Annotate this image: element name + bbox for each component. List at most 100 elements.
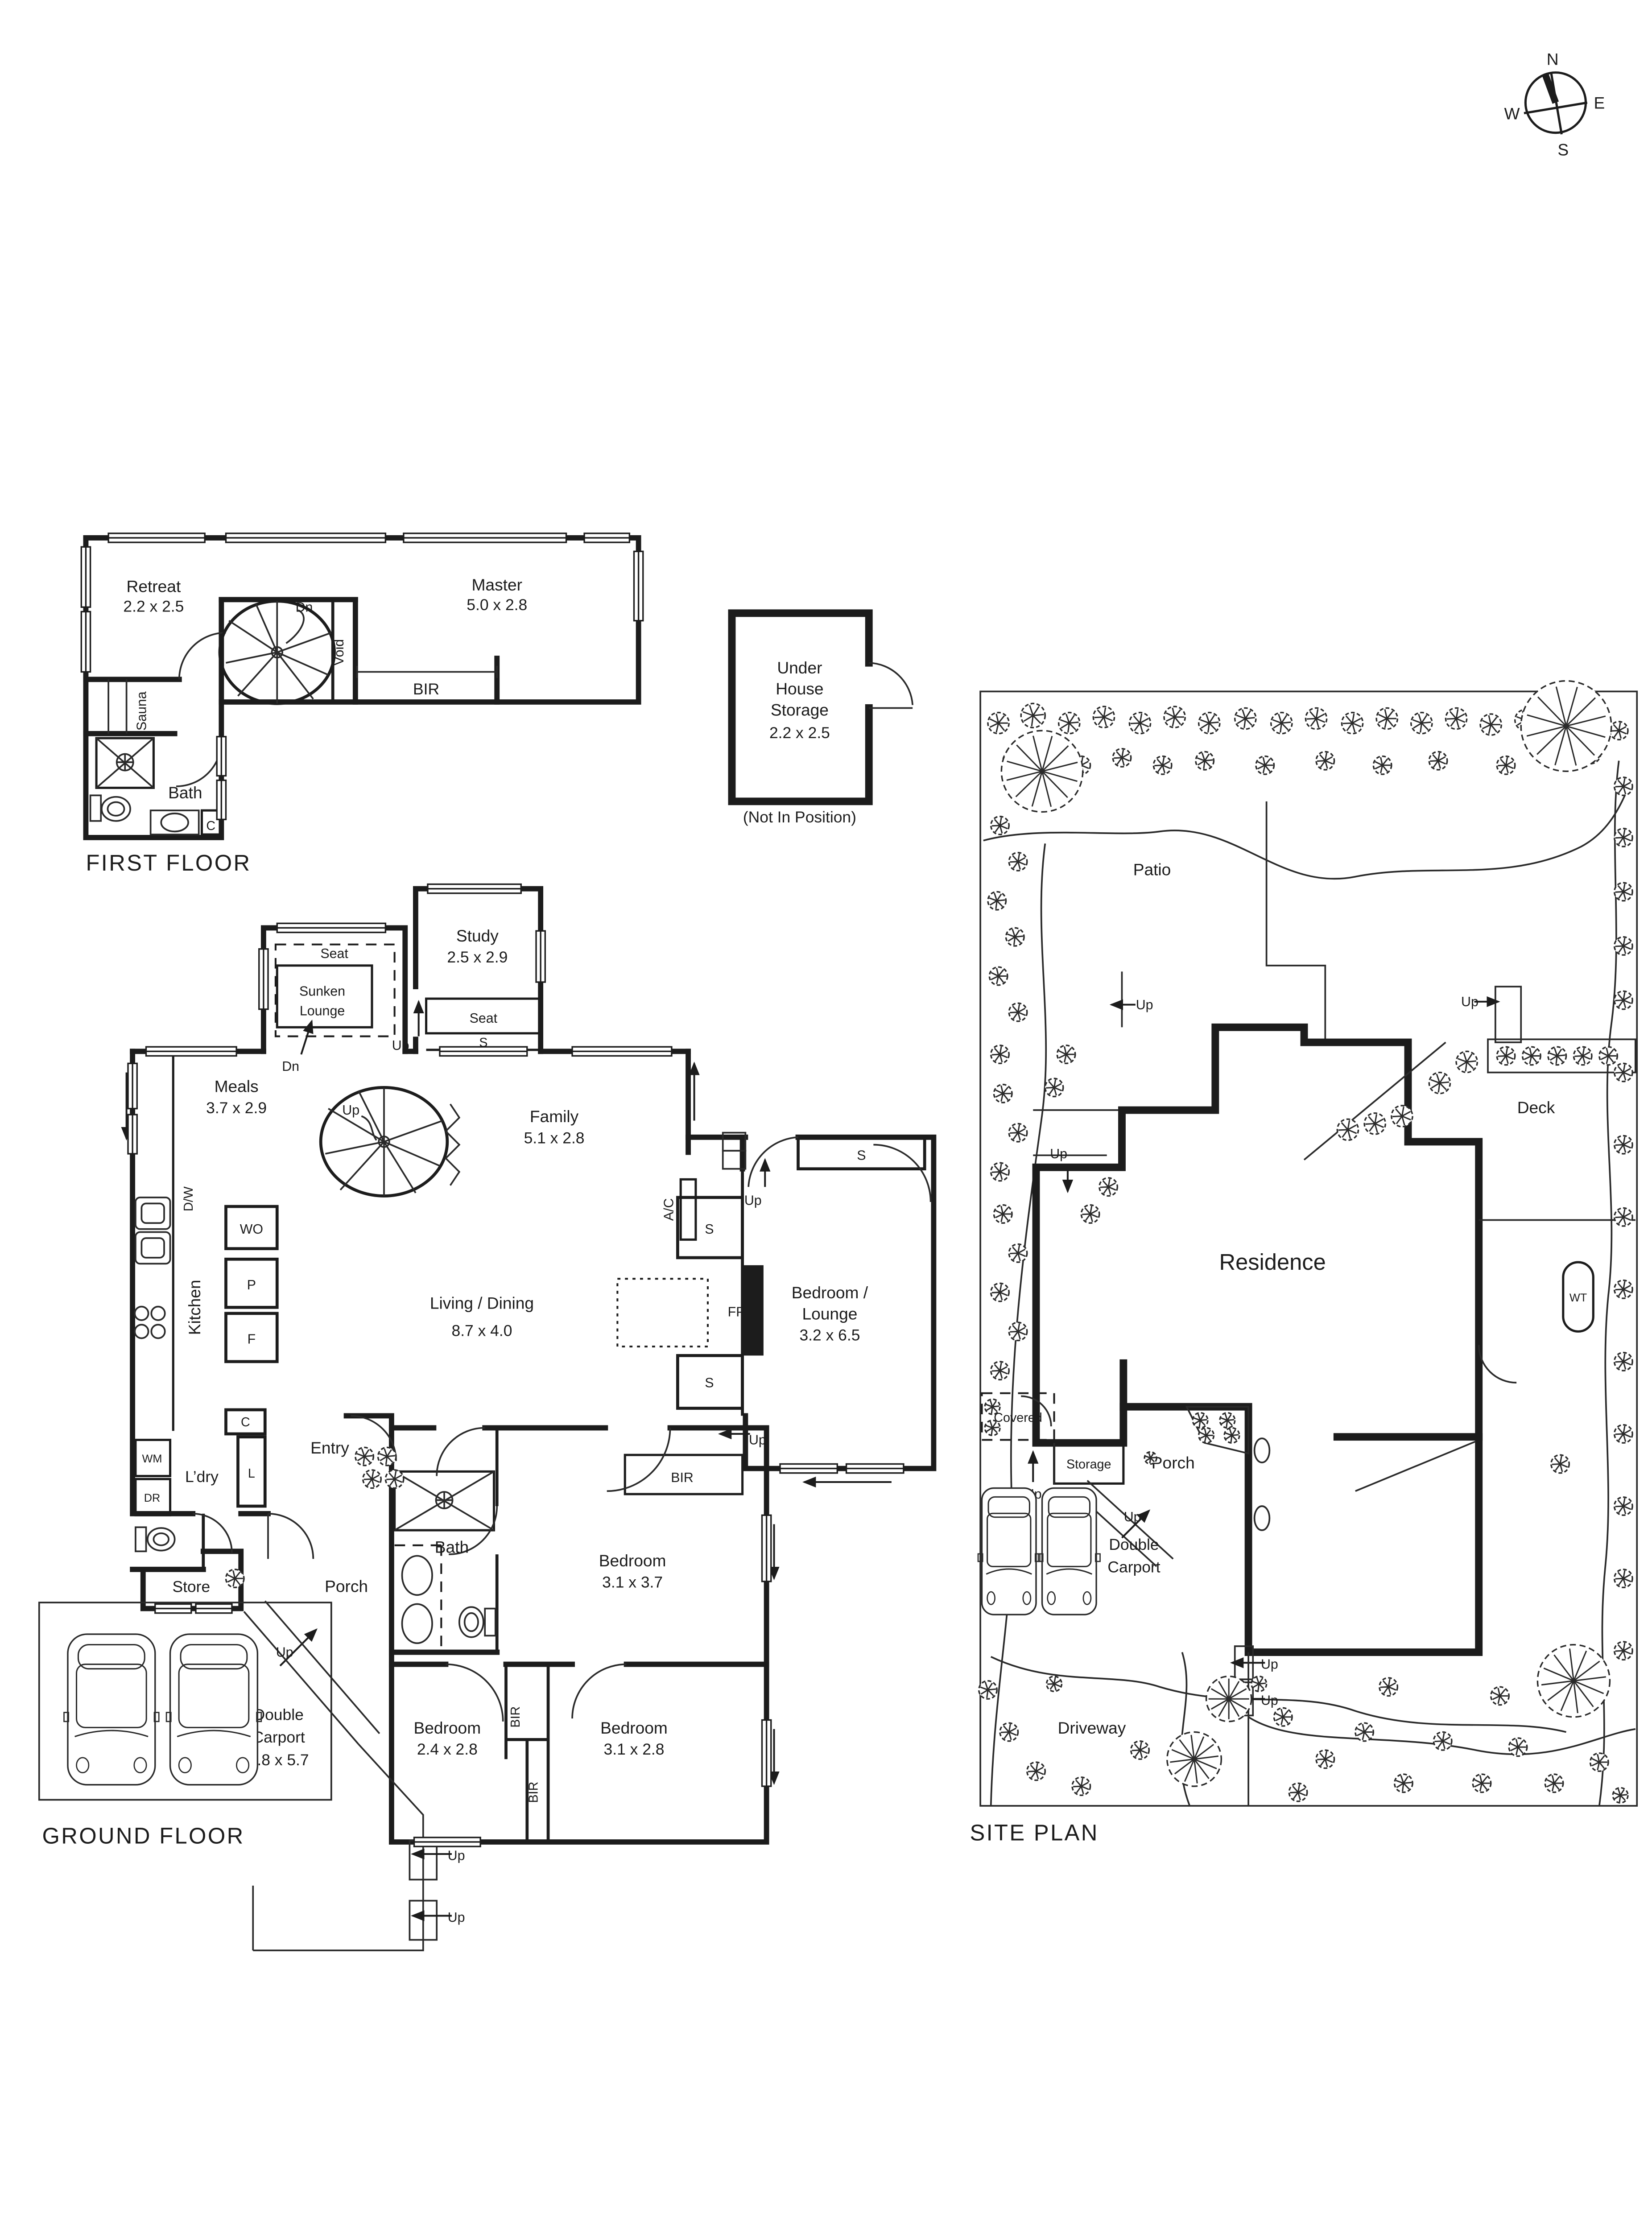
bush-icon [993,1083,1013,1103]
bush-icon [1613,1569,1633,1589]
patio-label: Patio [1133,860,1171,879]
water-tank-icon [1562,1261,1594,1333]
residence-label: Residence [1219,1249,1326,1275]
bush-icon [1020,702,1046,729]
bush-icon [999,1722,1019,1742]
up-label: Up [1050,1146,1067,1161]
step-icon [1494,986,1522,1043]
shelf-box [676,1354,744,1410]
up-label: Up [1136,997,1153,1012]
dw-label: D/W [182,1186,196,1211]
bush-icon [1315,751,1335,771]
up-label: Up [276,1645,293,1660]
door-arc-icon [436,1427,485,1476]
bush-icon [1315,1749,1335,1769]
cooktop-icon [134,1305,166,1339]
bedroom-lounge-dims: 3.2 x 6.5 [799,1326,860,1344]
car-top-view-icon [1037,1487,1101,1615]
gf-carport-dims: 4.8 x 5.7 [248,1751,309,1769]
door-arc-icon [449,1506,498,1555]
bush-icon [1520,680,1612,772]
bush-icon [1198,711,1221,735]
door-arc-icon [748,1136,798,1187]
bush-icon [1008,1002,1028,1022]
bush-icon [1005,927,1025,947]
bush-icon [1008,851,1028,871]
retreat-label: Retreat [127,577,181,595]
bush-icon [1008,1243,1028,1263]
bush-icon [1544,1773,1564,1793]
bush-icon [1496,1046,1516,1066]
toilet-icon [458,1606,496,1638]
s-label: S [857,1148,866,1163]
bush-icon [384,1469,405,1489]
bush-icon [1092,706,1115,729]
up-label: Up [744,1193,762,1208]
bush-icon [1000,730,1084,813]
step-icon [409,1900,438,1941]
covered-outline [981,1392,1055,1441]
bush-icon [1205,1675,1252,1722]
up-label: Up [1124,1509,1141,1524]
bush-icon [1008,1123,1028,1143]
bush-icon [1355,1722,1375,1742]
dryer-icon [134,1478,172,1516]
fireplace-icon [742,1265,764,1356]
bush-icon [1410,711,1433,735]
shower-icon [393,1470,496,1532]
bir-label: BIR [526,1782,541,1803]
fridge-box [224,1312,279,1363]
bush-icon [1198,1427,1215,1444]
bush-icon [1613,936,1633,956]
bush-icon [1099,1177,1119,1197]
porch-steps-icon [243,1600,380,1745]
compass-west-label: W [1504,104,1520,123]
bedroom-lounge-label2: Lounge [802,1304,857,1323]
bath-label: Bath [168,783,202,802]
sunken-lounge-box [276,964,373,1028]
up-label: Up [1261,1693,1278,1708]
site-vegetation [978,680,1633,1804]
bush-icon [1255,755,1275,775]
bush-icon [1613,1279,1633,1299]
shower-icon [95,737,155,789]
bush-icon [1490,1686,1510,1706]
seat-label: Seat [470,1011,498,1026]
bush-icon [1496,755,1516,775]
shelf-box [797,1136,926,1171]
cupboard-box [224,1408,267,1436]
under-house-storage-plan: Under House Storage 2.2 x 2.5 (Not In Po… [728,609,914,826]
door-arc-icon [446,1663,504,1722]
door-arc-icon [193,1513,233,1553]
sunken-label: Sunken [299,983,345,999]
up-label: Up [448,1910,465,1925]
gf-windows [127,883,904,1847]
bush-icon [1219,1412,1236,1429]
linen-box [236,1435,267,1508]
cupboard-label: C [206,819,215,833]
meals-label: Meals [215,1077,259,1095]
bush-icon [1372,755,1392,775]
under-house-line2: House [776,679,823,698]
bush-icon [1445,707,1468,730]
dn-label: Dn [296,599,313,615]
seat-outline [274,943,396,1037]
bush-icon [1613,1135,1633,1155]
family-dims: 5.1 x 2.8 [524,1129,585,1147]
bush-icon [1166,1731,1222,1787]
bush-icon [1613,827,1633,847]
bush-icon [1195,751,1215,771]
toilet-icon [89,794,131,822]
bedroom2-dims: 2.4 x 2.8 [417,1740,478,1758]
bush-icon [1536,1644,1611,1718]
bush-icon [990,1282,1010,1302]
bush-icon [1613,1351,1633,1371]
bush-icon [1613,1062,1633,1082]
bir-label: BIR [508,1706,523,1728]
bush-icon [1305,707,1328,730]
master-label: Master [472,575,522,594]
up-label: Up [1261,1657,1278,1672]
spiral-stair-ground-floor [319,1086,461,1198]
first-floor-title: FIRST FLOOR [86,850,251,875]
